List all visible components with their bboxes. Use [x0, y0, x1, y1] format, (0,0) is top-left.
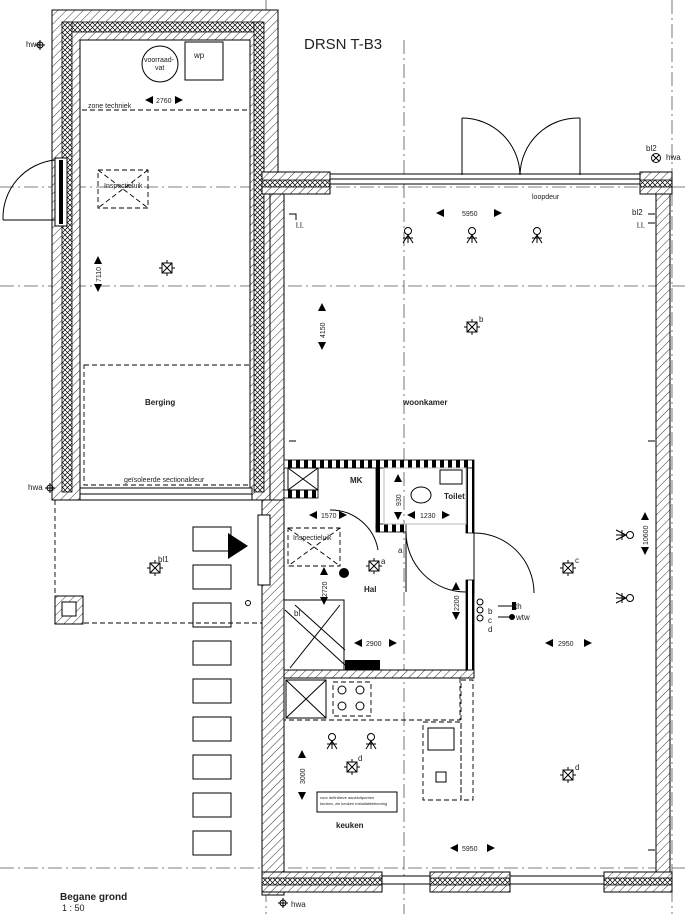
dim-7110: 7110: [96, 267, 103, 282]
dim-3000: 3000: [300, 768, 307, 784]
dim-10600: 10600: [643, 525, 650, 545]
ll-label: l.l.: [296, 221, 304, 230]
berging-zone: [83, 364, 251, 486]
dim-4150: 4150: [320, 322, 327, 338]
dim-5950: 5950: [462, 846, 478, 853]
switch-c-label: c: [488, 616, 492, 625]
voorraadvat-label: voorraad-: [144, 57, 175, 64]
wp-symbol: [184, 41, 224, 81]
dim-2200: 2200: [454, 595, 461, 611]
switch-a-label: a: [398, 546, 403, 555]
drawing-title: DRSN T-B3: [304, 36, 382, 53]
hwa-label: hwa: [291, 900, 306, 909]
wp-label: wp: [193, 51, 205, 60]
carport-area: [54, 500, 262, 856]
wtw-label: wtw: [515, 613, 530, 622]
fixtures: [34, 39, 661, 909]
berging-walls: [2, 9, 279, 501]
kitchen-note: keuken, zie keuken installatietekening: [320, 801, 387, 806]
room-label-hal: Hal: [364, 585, 376, 594]
dimension-arrows: [94, 96, 649, 852]
room-label-toilet: Toilet: [444, 492, 465, 501]
house-walls: [257, 171, 673, 896]
ll-label: l.l.: [637, 221, 645, 230]
room-label-berging: Berging: [145, 398, 175, 407]
view-name: Begane grond: [60, 892, 127, 903]
dim-2950: 2950: [558, 641, 574, 648]
inspectieluik-label: Inspectieluik: [293, 535, 332, 542]
thermostat-label: th: [515, 602, 522, 611]
dim-1570: 1570: [321, 513, 337, 520]
dim-2900: 2900: [366, 641, 382, 648]
zone-techniek-label: zone techniek: [88, 103, 132, 110]
bl1-label: bl1: [158, 555, 169, 564]
switch-d-label: d: [488, 625, 492, 634]
dimension-labels: 2760 7110 5950 4150 930 1570 1230 2720 2…: [96, 98, 650, 853]
bl2-label: bl2: [646, 144, 657, 153]
fixture-d-label: d: [575, 763, 579, 772]
fixture-c-label: c: [575, 556, 579, 565]
inspectieluik-label: Inspectieluik: [104, 183, 143, 190]
mk-toilet-block: [283, 459, 535, 671]
inspectieluik-berging: [97, 169, 149, 209]
dim-5950: 5950: [462, 211, 478, 218]
hwa-label: hwa: [28, 483, 43, 492]
sectionaldeur-label: geïsoleerde sectionaldeur: [124, 477, 205, 484]
kitchen-note: voor definitieve aansluitpunten: [320, 795, 374, 800]
dim-1230: 1230: [420, 513, 436, 520]
room-label-keuken: keuken: [336, 821, 364, 830]
hwa-label: hwa: [26, 40, 41, 49]
dim-2760: 2760: [156, 98, 172, 105]
room-label-woonkamer: woonkamer: [402, 398, 447, 407]
fixture-b-label: b: [479, 315, 484, 324]
dim-930: 930: [396, 494, 403, 506]
drawing-scale: 1 : 50: [62, 903, 85, 913]
bl-label: bl: [294, 609, 300, 618]
voorraadvat-label: vat: [155, 65, 164, 72]
ceiling-light-icon: [158, 259, 176, 277]
switch-a-label: a: [381, 557, 386, 566]
dim-2720: 2720: [322, 581, 329, 597]
entrance-arrow-icon: [228, 533, 248, 559]
room-label-mk: MK: [350, 476, 363, 485]
hwa-label: hwa: [666, 153, 681, 162]
switch-b-label: b: [488, 607, 493, 616]
loopdeur-label: loopdeur: [532, 194, 560, 201]
voorraadvat-symbol: [141, 45, 179, 83]
garden-doors: [461, 117, 581, 176]
bl2-label: bl2: [632, 208, 643, 217]
fixture-d-label: d: [358, 754, 362, 763]
kitchen-layout: [283, 669, 475, 813]
